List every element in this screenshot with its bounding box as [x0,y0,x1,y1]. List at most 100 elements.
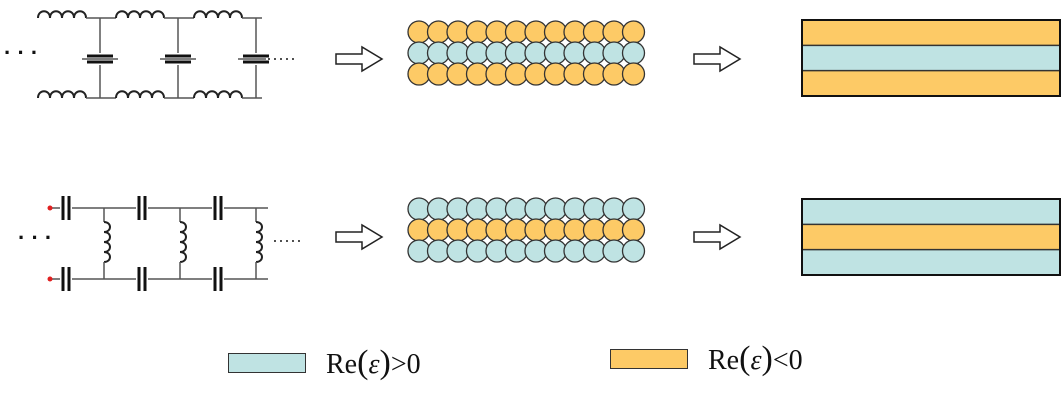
arrow-right-icon [693,45,742,73]
sphere-positive [602,41,626,65]
sphere-negative [504,20,529,44]
layer-positive [802,45,1060,71]
sphere-negative [543,62,568,86]
sphere-negative [621,218,646,242]
sphere-negative [563,20,587,44]
arrow-right-icon [335,45,384,73]
sphere-positive [524,41,548,65]
epsilon-symbol: ε [750,345,762,376]
legend-label-positive: Re(ε)>0 [326,344,421,381]
sphere-negative [602,62,626,86]
sphere-positive [543,239,568,263]
sphere-positive [602,197,626,221]
layer-negative [802,224,1060,250]
sphere-negative [621,20,646,44]
inductor [37,10,87,19]
inductor [115,90,165,99]
sphere-negative [582,218,607,242]
sphere-negative [426,218,451,242]
sphere-positive [407,41,431,65]
sphere-positive [485,197,509,221]
sphere-negative [465,218,490,242]
ellipsis-right: ····· [266,48,296,68]
inductor [193,90,243,99]
sphere-positive [485,41,509,65]
legend-prefix: Re [708,345,740,376]
sphere-positive [426,197,451,221]
sphere-positive [426,41,451,65]
sphere-positive [504,197,529,221]
sphere-negative [465,62,490,86]
sphere-positive [446,239,470,263]
sphere-positive [426,239,451,263]
ellipsis-left: · · · [4,40,38,65]
terminal-dot [47,205,53,211]
sphere-negative [485,20,509,44]
sphere-negative [563,218,587,242]
sphere-negative [524,20,548,44]
sphere-negative [485,62,509,86]
sphere-negative [407,62,431,86]
sphere-positive [582,41,607,65]
sphere-negative [485,218,509,242]
sphere-positive [446,41,470,65]
sphere-positive [543,197,568,221]
sphere-negative [582,20,607,44]
sphere-positive [485,239,509,263]
layer-negative [802,20,1060,46]
sphere-positive [621,197,646,221]
inductor [103,221,111,263]
legend-negative: Re(ε)<0 [610,340,803,378]
sphere-negative [446,20,470,44]
sphere-positive [446,197,470,221]
sphere-negative [407,20,431,44]
inductor [255,221,263,263]
sphere-positive [621,239,646,263]
sphere-negative [602,20,626,44]
inductor [193,10,243,19]
stack-border [801,19,1061,97]
sphere-positive [407,239,431,263]
inductor [179,221,187,263]
legend-positive: Re(ε)>0 [228,344,421,382]
sphere-negative [602,218,626,242]
layer-positive [802,199,1060,225]
sphere-positive [465,197,490,221]
legend-swatch-negative [610,349,688,369]
sphere-negative [407,218,431,242]
sphere-negative [504,62,529,86]
sphere-negative [446,218,470,242]
sphere-positive [621,41,646,65]
ellipsis-left: · · · [18,225,52,250]
row-2: · · · ····· [18,196,1061,291]
sphere-positive [465,41,490,65]
legend-swatch-positive [228,353,306,373]
sphere-positive [524,197,548,221]
sphere-positive [543,41,568,65]
terminal-dot [47,276,53,282]
sphere-positive [563,239,587,263]
sphere-positive [582,197,607,221]
sphere-positive [407,197,431,221]
layer-negative [802,70,1060,96]
epsilon-symbol: ε [368,349,380,380]
ellipsis-right: ····· [272,230,302,250]
inductor [37,90,87,99]
legend-relation: >0 [390,349,421,380]
sphere-negative [426,62,451,86]
inductor [115,10,165,19]
sphere-positive [524,239,548,263]
sphere-negative [563,62,587,86]
legend-prefix: Re [326,349,358,380]
sphere-negative [621,62,646,86]
row-1: · · · ····· [4,10,1061,99]
layer-positive [802,249,1060,275]
sphere-positive [602,239,626,263]
sphere-positive [563,197,587,221]
sphere-negative [524,62,548,86]
legend-relation: <0 [772,345,803,376]
sphere-positive [465,239,490,263]
stack-border [801,198,1061,276]
sphere-positive [504,239,529,263]
